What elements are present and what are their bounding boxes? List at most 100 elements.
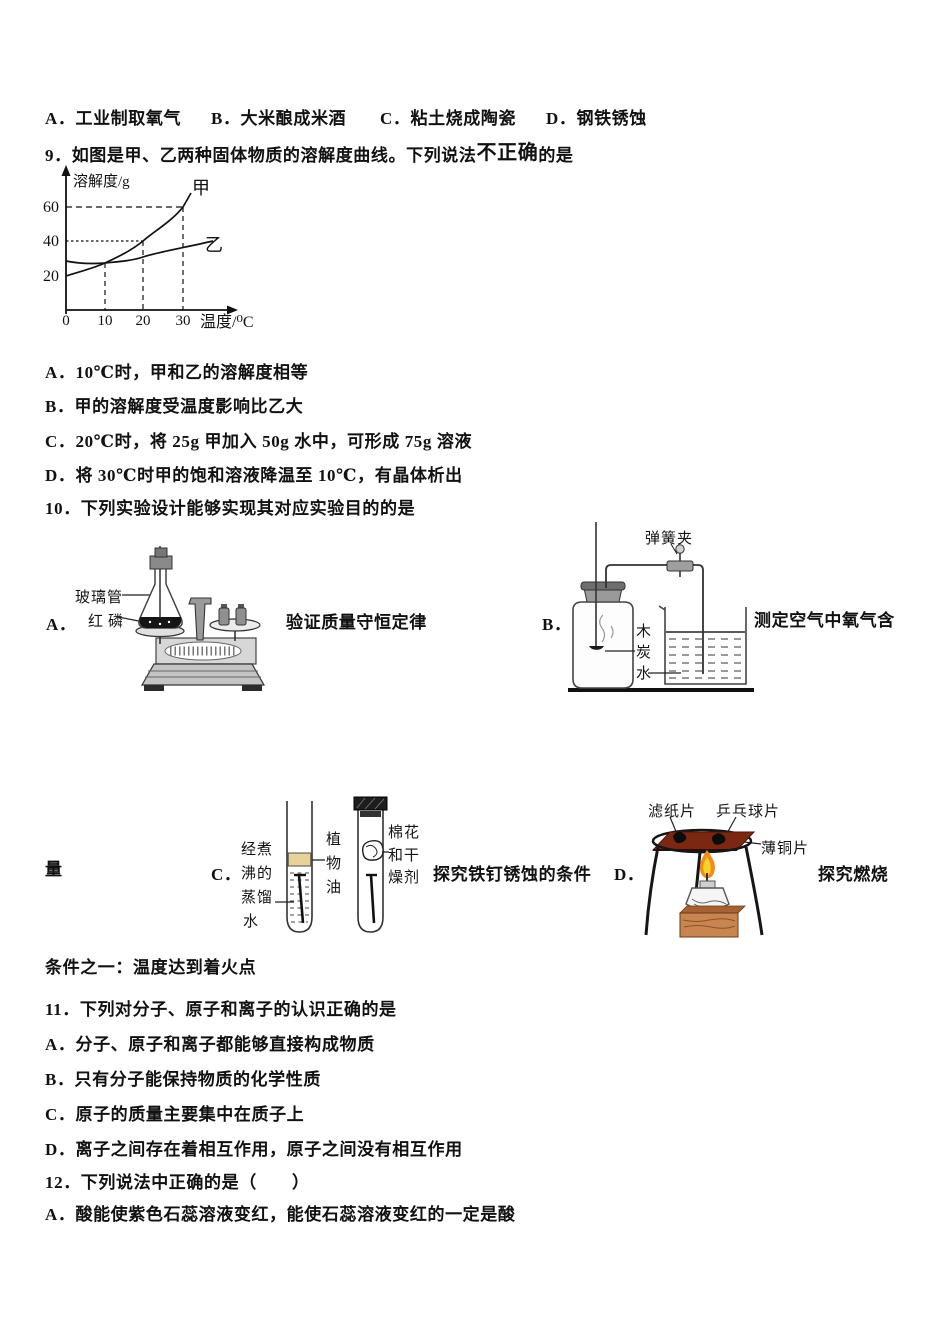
weight-cap <box>221 604 227 609</box>
curve-yi <box>65 240 214 265</box>
test-tube-right <box>357 803 384 933</box>
cotton-squiggle <box>365 844 378 858</box>
q9-option-b: B．甲的溶解度受温度影响比乙大 <box>45 397 304 416</box>
spring-clamp-label: 弹簧夹 <box>645 531 694 547</box>
speck <box>158 622 162 626</box>
item-d-caption: 探究燃烧 <box>818 865 889 884</box>
item-d-letter: D． <box>614 865 645 884</box>
balance-diagram <box>117 546 266 691</box>
stopper-knob <box>154 547 168 558</box>
vegetable-oil-layer <box>287 852 312 867</box>
tripod-ring-front <box>651 840 753 854</box>
stopper-hatch <box>356 797 385 810</box>
speck <box>167 620 171 624</box>
balance-foot <box>242 685 262 691</box>
glass-tube-label: 玻璃管 <box>75 590 124 606</box>
xtick-0: 0 <box>62 313 70 329</box>
lamp-collar <box>699 880 716 889</box>
q8-option-b: B．大米酿成米酒 <box>211 109 347 128</box>
wood-grain <box>682 918 736 929</box>
y-axis-arrow-icon <box>61 165 71 176</box>
charcoal-label-2: 炭 <box>636 645 653 661</box>
q8-option-d: D．钢铁锈蚀 <box>546 109 647 128</box>
wood-block-top <box>679 905 746 914</box>
gas-bottle <box>572 601 634 689</box>
balance-base <box>140 663 266 686</box>
wood-block <box>679 912 739 938</box>
copper-sheet-label: 薄铜片 <box>761 841 810 857</box>
q12-option-a: A．酸能使紫色石蕊溶液变红，能使石蕊溶液变红的一定是酸 <box>45 1205 516 1224</box>
weight-vial <box>235 607 247 626</box>
cotton-label-2: 和干 <box>388 848 421 864</box>
inner-band <box>360 811 381 817</box>
item-b-caption-wrap: 量 <box>45 860 63 879</box>
q9-stem: 9．如图是甲、乙两种固体物质的溶解度曲线。下列说法不正确的是 <box>45 138 574 167</box>
xtick-30: 30 <box>176 313 191 329</box>
charcoal-label-1: 木 <box>636 624 653 640</box>
rust-test-diagram <box>275 796 389 933</box>
bench <box>568 688 754 692</box>
cotton-desiccant <box>361 839 384 861</box>
flame-inner <box>703 857 711 876</box>
iron-nail-left <box>297 874 305 924</box>
q9-option-a: A．10℃时，甲和乙的溶解度相等 <box>45 363 309 382</box>
ytick-40: 40 <box>43 233 59 250</box>
stopper-cap <box>580 581 626 591</box>
item-b-caption: 测定空气中氧气含 <box>754 611 895 630</box>
ytick-60: 60 <box>43 199 59 216</box>
combustion-diagram <box>644 816 764 938</box>
ytick-20: 20 <box>43 268 59 285</box>
q9-stem-emphasis: 不正确 <box>476 142 539 164</box>
combustion-spoon <box>589 646 604 650</box>
oil-label-2: 物 <box>326 856 343 872</box>
y-axis-label: 溶解度/g <box>73 173 130 190</box>
iron-nail-right <box>369 874 376 924</box>
x-axis-arrow-icon <box>227 305 238 315</box>
balance-foot <box>144 685 164 691</box>
clamp-leader <box>670 543 678 555</box>
item-a-letter: A． <box>46 615 77 634</box>
cotton-label-1: 棉花 <box>388 825 421 841</box>
water-label: 水 <box>636 666 653 682</box>
item-c-caption: 探究铁钉锈蚀的条件 <box>433 865 592 884</box>
oil-label-3: 油 <box>326 880 343 896</box>
q11-option-b: B．只有分子能保持物质的化学性质 <box>45 1070 321 1089</box>
filter-paper-label: 滤纸片 <box>648 804 697 820</box>
q10-stem: 10．下列实验设计能够实现其对应实验目的的是 <box>45 499 416 518</box>
q11-option-c: C．原子的质量主要集中在质子上 <box>45 1105 305 1124</box>
q12-stem: 12．下列说法中正确的是（ ） <box>45 1173 310 1192</box>
q11-option-d: D．离子之间存在着相互作用，原子之间没有相互作用 <box>45 1140 463 1159</box>
boiled-water-label-3: 蒸馏 <box>241 890 274 906</box>
boiled-water-label-4: 水 <box>243 914 260 930</box>
item-b-letter: B． <box>542 615 572 634</box>
speck <box>148 620 152 624</box>
oxygen-measure-diagram <box>568 522 754 692</box>
weight-cap <box>238 604 244 609</box>
clamp-knob <box>675 544 685 554</box>
curve-jia-label: 甲 <box>192 178 210 198</box>
boiled-water-label-1: 经煮 <box>241 842 274 858</box>
boiled-water-label-2: 沸的 <box>241 866 274 882</box>
spring-clamp <box>666 560 694 572</box>
delivery-tube <box>605 564 704 674</box>
weight-vial <box>218 607 230 626</box>
q11-option-a: A．分子、原子和离子都能够直接构成物质 <box>45 1035 375 1054</box>
item-d-caption-wrap: 条件之一：温度达到着火点 <box>45 958 257 977</box>
item-c-letter: C． <box>211 865 242 884</box>
q9-option-c: C．20℃时，将 25g 甲加入 50g 水中，可形成 75g 溶液 <box>45 432 473 451</box>
smoke-squiggle <box>599 614 614 643</box>
q9-stem-suffix: 的是 <box>538 146 574 165</box>
balance-pillar <box>188 597 212 641</box>
q9-option-d: D．将 30℃时甲的饱和溶液降温至 10℃，有晶体析出 <box>45 466 463 485</box>
flask-stopper <box>149 555 173 570</box>
curve-jia <box>65 192 192 277</box>
pingpong-label: 乒乓球片 <box>716 804 781 820</box>
red-phosphorus-sample <box>139 617 182 628</box>
oil-label-1: 植 <box>326 832 343 848</box>
cotton-label-3: 燥剂 <box>388 870 421 886</box>
xtick-20: 20 <box>136 313 151 329</box>
q8-option-a: A．工业制取氧气 <box>45 109 182 128</box>
copper-leader <box>743 841 762 845</box>
right-pan <box>209 618 261 632</box>
